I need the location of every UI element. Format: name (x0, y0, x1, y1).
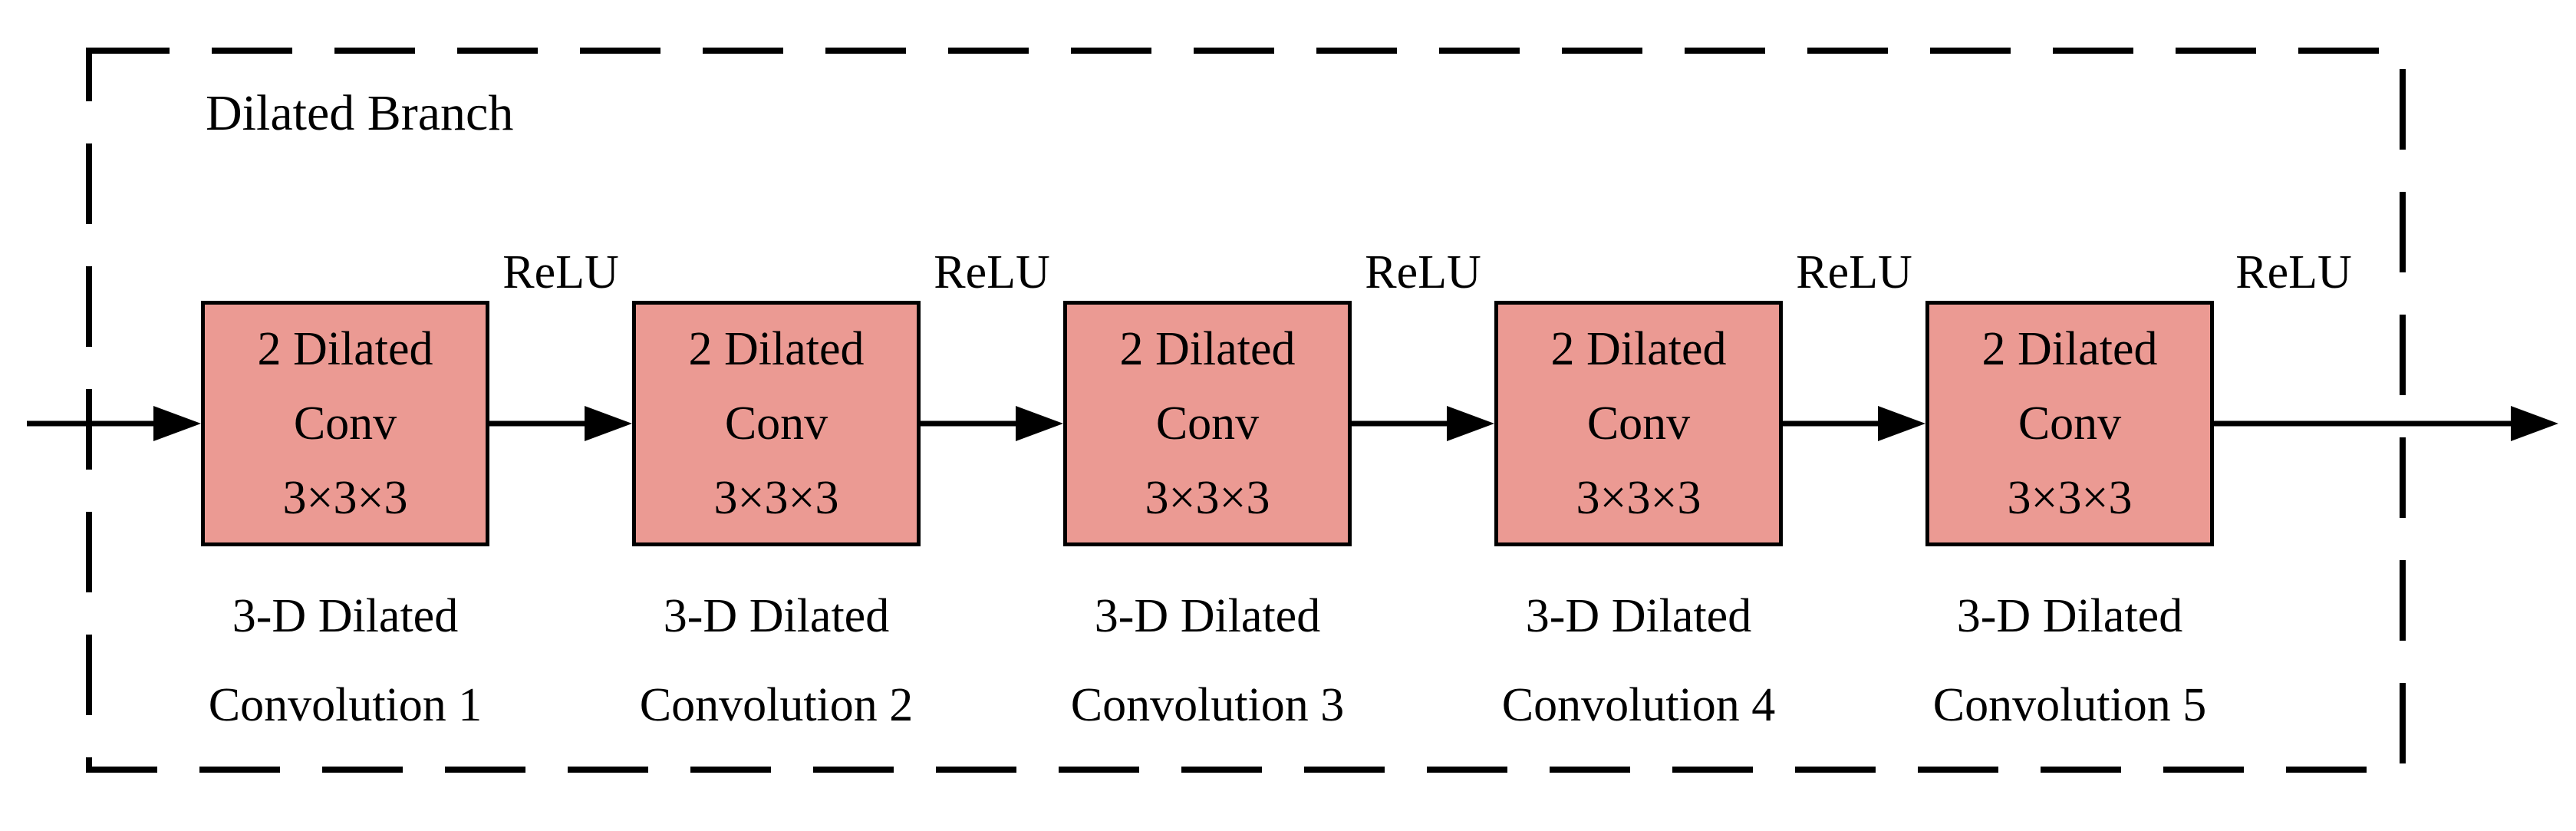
conv-block-1: 2 Dilated Conv 3×3×3 (201, 301, 489, 546)
conv-block-1-line-3: 3×3×3 (282, 471, 408, 524)
relu-label-4: ReLU (1796, 246, 1912, 298)
conv-block-4: 2 Dilated Conv 3×3×3 (1494, 301, 1783, 546)
caption-block-4-line-1: 3-D Dilated (1525, 590, 1752, 642)
conv-block-5-line-2: Conv (2018, 397, 2122, 450)
arrow-block3-block4 (1352, 406, 1494, 441)
caption-block-3-line-1: 3-D Dilated (1094, 590, 1321, 642)
conv-block-3-line-2: Conv (1155, 397, 1260, 450)
conv-block-3-line-3: 3×3×3 (1145, 471, 1270, 524)
caption-block-4-line-2: Convolution 4 (1501, 679, 1776, 731)
conv-block-1-line-1: 2 Dilated (257, 322, 433, 375)
arrow-output (2214, 406, 2558, 441)
caption-block-2-line-2: Convolution 2 (639, 679, 914, 731)
arrow-block1-block2 (489, 406, 632, 441)
conv-block-4-line-2: Conv (1586, 397, 1691, 450)
relu-label-3: ReLU (1365, 246, 1481, 298)
conv-block-3-line-1: 2 Dilated (1119, 322, 1296, 375)
caption-block-5: 3-D Dilated Convolution 5 (1854, 572, 2285, 750)
relu-label-2: ReLU (934, 246, 1050, 298)
conv-block-2-line-2: Conv (724, 397, 828, 450)
arrow-block4-block5 (1783, 406, 1925, 441)
caption-block-3-line-2: Convolution 3 (1070, 679, 1345, 731)
caption-block-3: 3-D Dilated Convolution 3 (992, 572, 1423, 750)
arrow-input (27, 406, 201, 441)
caption-block-5-line-2: Convolution 5 (1932, 679, 2207, 731)
caption-block-2-line-1: 3-D Dilated (663, 590, 890, 642)
branch-title: Dilated Branch (206, 85, 514, 141)
caption-block-1-line-2: Convolution 1 (208, 679, 483, 731)
conv-block-5-line-1: 2 Dilated (1981, 322, 2158, 375)
caption-block-2: 3-D Dilated Convolution 2 (561, 572, 992, 750)
conv-block-2: 2 Dilated Conv 3×3×3 (632, 301, 921, 546)
conv-block-4-line-1: 2 Dilated (1550, 322, 1727, 375)
caption-block-1: 3-D Dilated Convolution 1 (130, 572, 561, 750)
dashed-branch-border (86, 48, 2406, 773)
caption-block-4: 3-D Dilated Convolution 4 (1423, 572, 1854, 750)
caption-block-1-line-1: 3-D Dilated (232, 590, 459, 642)
conv-block-2-line-3: 3×3×3 (713, 471, 839, 524)
conv-block-2-line-1: 2 Dilated (688, 322, 865, 375)
relu-label-1: ReLU (502, 246, 619, 298)
conv-block-5: 2 Dilated Conv 3×3×3 (1925, 301, 2214, 546)
conv-block-1-line-2: Conv (293, 397, 397, 450)
conv-block-5-line-3: 3×3×3 (2007, 471, 2133, 524)
relu-label-5: ReLU (2235, 246, 2352, 298)
caption-block-5-line-1: 3-D Dilated (1956, 590, 2183, 642)
arrow-block2-block3 (921, 406, 1063, 441)
conv-block-4-line-3: 3×3×3 (1576, 471, 1701, 524)
conv-block-3: 2 Dilated Conv 3×3×3 (1063, 301, 1352, 546)
